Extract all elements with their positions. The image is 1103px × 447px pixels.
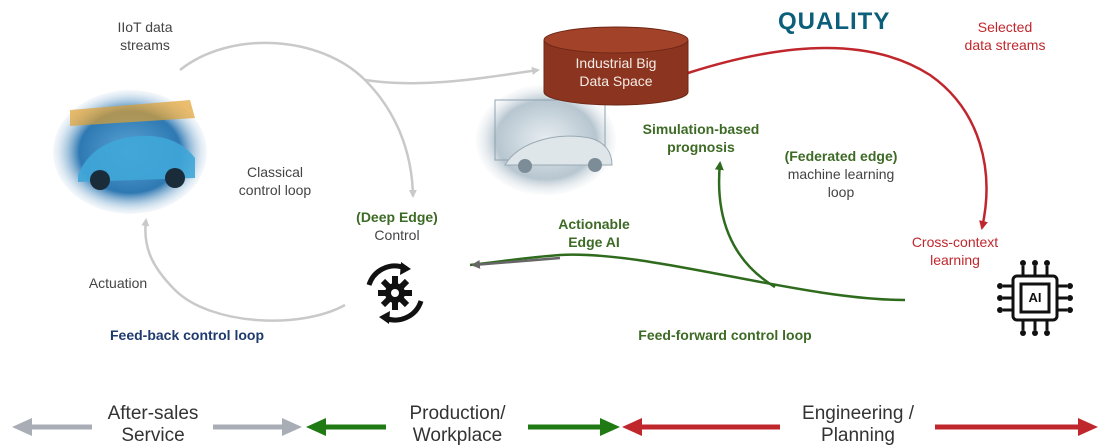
green-loop-to-simulation	[714, 161, 776, 289]
engineering-line1: Engineering /	[802, 403, 914, 424]
deep-edge-control-label: (Deep Edge) Control	[342, 208, 452, 244]
federated-line1: machine learning	[787, 166, 895, 182]
production-line2: Workplace	[412, 425, 503, 446]
actionable-edge-ai-label: Actionable Edge AI	[544, 215, 644, 251]
simulation-prognosis-label: Simulation-based prognosis	[626, 120, 776, 156]
grey-to-database-arrow	[364, 66, 540, 85]
red-data-stream-arrow	[687, 46, 988, 230]
after-sales-label: After-sales Service	[96, 403, 210, 447]
simulation-line2: prognosis	[667, 139, 735, 155]
actionable-line2: Edge AI	[568, 234, 620, 250]
grey-loop-bottom-arc	[141, 218, 346, 322]
production-label: Production/ Workplace	[390, 403, 525, 447]
selected-data-streams-label: Selected data streams	[950, 18, 1060, 54]
green-feedforward-to-control	[469, 253, 906, 302]
grey-loop-top-arc	[179, 41, 417, 198]
production-line1: Production/	[409, 403, 506, 424]
classical-line2: control loop	[238, 182, 312, 198]
simulation-image	[476, 85, 616, 195]
federated-edge-label: (Federated edge) machine learning loop	[776, 147, 906, 201]
iiot-data-streams-label: IIoT data streams	[100, 18, 190, 54]
database-cylinder	[543, 26, 689, 106]
engineering-line2: Planning	[821, 425, 895, 446]
database-label-line2: Data Space	[579, 73, 653, 89]
classical-line1: Classical	[246, 164, 303, 180]
cross-context-line2: learning	[930, 252, 980, 268]
ai-chip-text: AI	[1028, 290, 1042, 305]
federated-line2: loop	[827, 184, 855, 200]
car-production-image	[53, 90, 207, 214]
database-label: Industrial Big Data Space	[564, 54, 668, 90]
simulation-line1: Simulation-based	[642, 121, 760, 137]
ai-chip-icon	[997, 260, 1073, 336]
actuation-label: Actuation	[88, 275, 148, 291]
after-sales-arrow	[12, 418, 302, 436]
deep-edge-subtitle: Control	[374, 227, 420, 243]
database-label-line1: Industrial Big	[575, 55, 657, 71]
selected-line2: data streams	[964, 37, 1046, 53]
engineering-label: Engineering / Planning	[783, 403, 933, 447]
deep-edge-title: (Deep Edge)	[356, 209, 438, 225]
cross-context-learning-label: Cross-context learning	[900, 233, 1010, 269]
feedback-control-loop-label: Feed-back control loop	[109, 327, 264, 343]
feedforward-control-loop-label: Feed-forward control loop	[638, 327, 812, 343]
selected-line1: Selected	[977, 19, 1033, 35]
quality-logo: QUALITY	[778, 8, 891, 35]
iiot-line1: IIoT data	[117, 19, 173, 35]
iiot-line2: streams	[120, 37, 170, 53]
after-sales-line1: After-sales	[107, 403, 199, 424]
control-gear-icon	[365, 262, 425, 324]
dark-control-arrowhead	[471, 256, 561, 269]
cross-context-line1: Cross-context	[911, 234, 999, 250]
actionable-line1: Actionable	[558, 216, 630, 232]
engineering-arrow	[622, 418, 1098, 436]
production-arrow	[306, 418, 620, 436]
classical-control-loop-label: Classical control loop	[220, 163, 330, 199]
after-sales-line2: Service	[121, 425, 185, 446]
federated-title: (Federated edge)	[784, 148, 898, 164]
